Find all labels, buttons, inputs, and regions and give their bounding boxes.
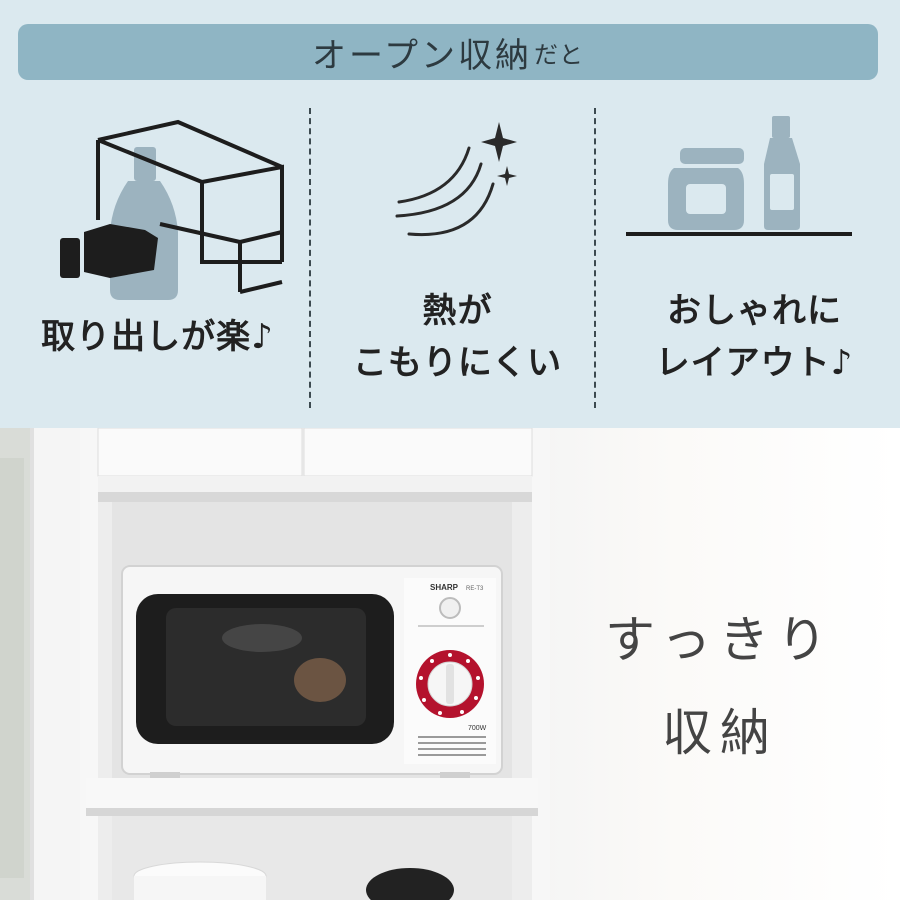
banner-title: オープン収納 (312, 35, 532, 76)
jar-bottle-shelf-icon (626, 116, 852, 236)
heat-waves-sparkle-icon (395, 122, 517, 237)
divider-1 (309, 108, 311, 408)
banner-suffix: だと (533, 40, 584, 69)
feature-2-label: 熱が こもりにくい (352, 291, 563, 383)
feature-3-label: おしゃれに レイアウト♪ (655, 291, 854, 383)
cabinet-with-microwave-illustration: SHARP RE-T3 700W (0, 428, 550, 900)
microwave-model: RE-T3 (466, 586, 484, 592)
banner: オープン収納だと (18, 24, 878, 80)
microwave-brand: SHARP (430, 583, 459, 592)
feature-1-label: 取り出しが楽♪ (41, 317, 274, 357)
microwave-power: 700W (468, 725, 487, 732)
divider-2 (594, 108, 596, 408)
caption-line-1: すっきり (605, 611, 835, 669)
product-photo: SHARP RE-T3 700W すっきり 収納 (0, 428, 900, 900)
caption-line-2: 収納 (662, 704, 778, 762)
shelf-bottle-hand-icon (60, 119, 284, 300)
features-panel: オープン収納だと 取り出しが楽♪ (0, 0, 900, 428)
